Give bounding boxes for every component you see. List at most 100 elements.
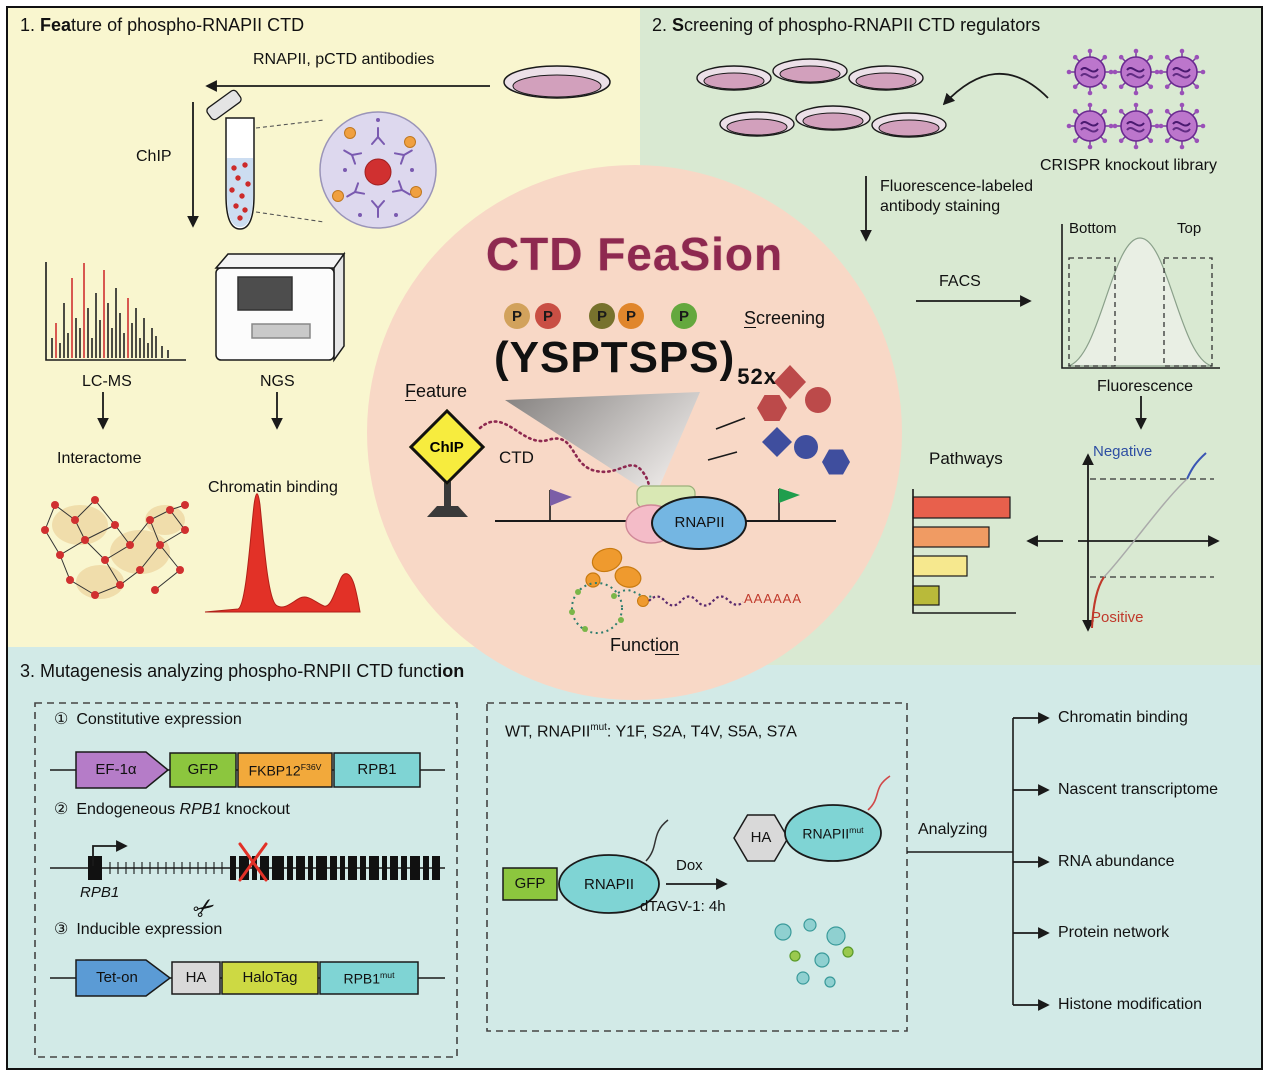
fkbp12-label: FKBP12F36V xyxy=(238,762,332,780)
output-protein-network: Protein network xyxy=(1058,924,1170,941)
label-fragment: knockout xyxy=(221,801,290,818)
label-fragment: eature xyxy=(416,381,468,401)
polya-label: AAAAAA xyxy=(744,591,803,606)
panel-mutagenesis xyxy=(8,647,1261,1068)
label-fragment: FKBP12 xyxy=(248,762,301,779)
label-superscript: mut xyxy=(849,825,864,835)
assay-gfp-label: GFP xyxy=(514,875,546,892)
section1-title: 1. Feature of phospho-RNAPII CTD xyxy=(20,14,304,37)
chip-sign-label: ChIP xyxy=(429,438,465,456)
antibodies-label: RNAPII, pCTD antibodies xyxy=(253,51,435,68)
fluorescence-label: Fluorescence xyxy=(1097,378,1194,395)
intron-lariat-icon xyxy=(569,582,655,634)
heptad-repeat-count: 52x xyxy=(737,364,777,389)
construct1-label: Constitutive expression xyxy=(76,711,242,728)
ctd-squiggle-icon xyxy=(645,819,669,862)
assay-ha-label: HA xyxy=(750,829,772,846)
label-fragment: : Y1F, S2A, T4V, S5A, S7A xyxy=(606,723,797,741)
circled-number: ② xyxy=(54,801,69,818)
section2-title: 2. Screening of phospho-RNAPII CTD regul… xyxy=(652,14,1040,37)
analysis-tree xyxy=(907,712,1050,1011)
staining-label: Fluorescence-labeled antibody staining xyxy=(880,177,1033,217)
degradation-dots-icon xyxy=(774,918,854,988)
screen-rank-plot-icon xyxy=(1078,452,1220,632)
rpb1mut-box-label: RPB1mut xyxy=(320,970,418,988)
staining-line2: antibody staining xyxy=(880,198,1001,215)
center-title: CTD FeaSion xyxy=(485,228,784,280)
output-nascent-transcriptome: Nascent transcriptome xyxy=(1058,781,1219,798)
chip-sign-post xyxy=(427,474,468,517)
phospho-badge: P xyxy=(618,303,644,329)
rpb1-gene-label: RPB1 xyxy=(80,884,120,901)
output-rna-abundance: RNA abundance xyxy=(1058,853,1175,870)
ctd-tail-icon xyxy=(478,420,654,504)
output-histone-modification: Histone modification xyxy=(1058,996,1203,1013)
terminator-flag-icon xyxy=(778,488,800,521)
title-fragment: ture of phospho-RNAPII CTD xyxy=(71,15,305,35)
assay-rnapii-label: RNAPII xyxy=(583,876,634,893)
dtagv-label: dTAGV-1: 4h xyxy=(640,898,726,915)
title-fragment: S xyxy=(672,15,685,35)
dox-label: Dox xyxy=(676,857,703,874)
zoom-wedge xyxy=(505,392,700,497)
label-fragment: F xyxy=(405,381,416,401)
label-superscript: F36V xyxy=(300,762,322,772)
construct3-label: Inducible expression xyxy=(76,921,223,938)
heptad-repeat-text: (YSPTSPS)52x xyxy=(367,330,902,389)
screening-section-art xyxy=(696,47,1220,632)
title-fragment: 3. Mutagenesis analyzing phospho-RNPII C… xyxy=(20,661,438,681)
teton-label: Tet-on xyxy=(96,969,138,986)
section3-title: 3. Mutagenesis analyzing phospho-RNPII C… xyxy=(20,660,464,683)
label-fragment: ion xyxy=(655,635,680,655)
screening-label: Screening xyxy=(744,307,825,330)
mrna-icon xyxy=(637,595,744,607)
facs-histogram-icon xyxy=(1061,224,1220,369)
halotag-label: HaloTag xyxy=(242,969,298,986)
petri-dish-icon xyxy=(503,65,611,99)
title-fragment: 2. xyxy=(652,15,673,35)
chip-label: ChIP xyxy=(136,148,172,165)
label-fragment: creening xyxy=(756,308,826,328)
assay-header: WT, RNAPIImut: Y1F, S2A, T4V, S5A, S7A xyxy=(505,722,797,742)
circled-number: ① xyxy=(54,711,69,728)
negative-label: Negative xyxy=(1093,443,1153,460)
gate-bottom-label: Bottom xyxy=(1069,220,1117,237)
phospho-badge: P xyxy=(589,303,615,329)
constructs-dashed-box xyxy=(34,702,458,1058)
heptad-sequence: (YSPTSPS) xyxy=(494,333,736,382)
lcms-spectrum-icon xyxy=(45,262,186,361)
mutant-ctd-squiggle-icon xyxy=(867,775,891,811)
crispr-virus-icon xyxy=(1065,47,1115,97)
label-fragment: Endogeneous xyxy=(76,801,180,818)
label-fragment: S xyxy=(744,308,757,328)
feature-section-art xyxy=(41,65,611,613)
gate-top-label: Top xyxy=(1177,220,1202,237)
feature-label: Feature xyxy=(405,380,467,403)
ngs-label: NGS xyxy=(260,373,295,390)
interactome-label: Interactome xyxy=(57,450,142,467)
phospho-badge: P xyxy=(535,303,561,329)
title-fragment: Fea xyxy=(40,15,72,35)
rnapii-oval xyxy=(651,496,747,550)
chromatin-binding-label: Chromatin binding xyxy=(208,479,338,496)
construct1-diagram xyxy=(50,751,445,789)
screen-molecules-icon xyxy=(707,365,850,475)
title-fragment: ion xyxy=(437,661,465,681)
staining-line1: Fluorescence-labeled xyxy=(880,178,1033,195)
phospho-badge: P xyxy=(671,303,697,329)
antibody-mix-icon xyxy=(319,111,437,229)
ef1a-label: EF-1α xyxy=(95,761,137,778)
ngs-machine-icon xyxy=(214,251,346,363)
promoter-flag-icon xyxy=(549,489,572,521)
title-fragment: creening of phospho-RNAPII CTD regulator… xyxy=(684,15,1041,35)
pathways-barchart-icon xyxy=(912,489,1016,614)
function-label: Function xyxy=(610,634,679,657)
ha-hexagon xyxy=(733,814,789,862)
label-fragment: WT, RNAPII xyxy=(505,723,591,741)
label-fragment: RNAPII xyxy=(802,825,850,842)
construct1-header: ① Constitutive expression xyxy=(54,710,242,730)
chromatin-binding-track-icon xyxy=(204,493,361,613)
